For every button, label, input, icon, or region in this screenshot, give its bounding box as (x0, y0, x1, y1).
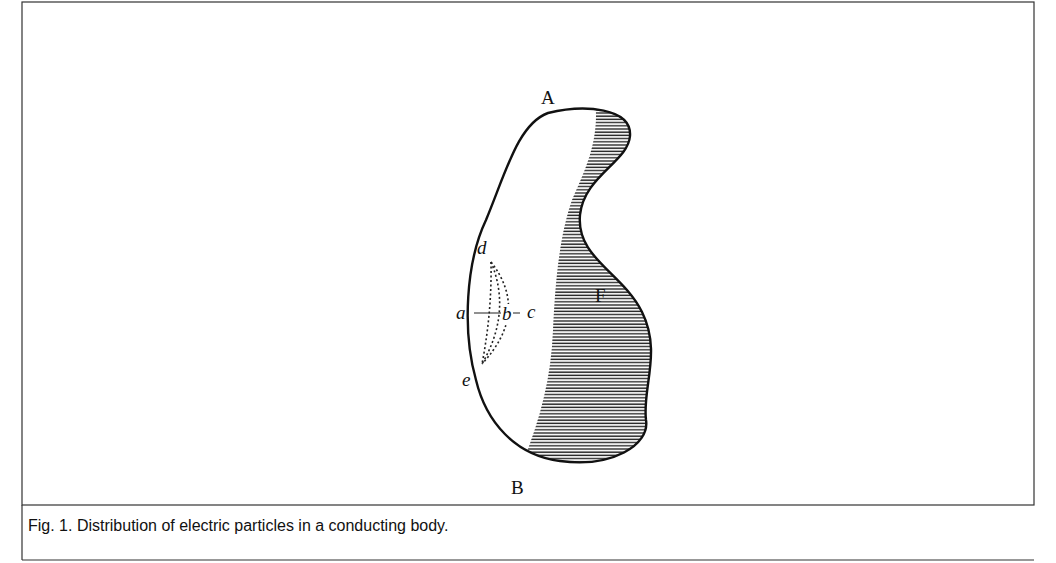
point-label: a (456, 303, 466, 322)
point-label: e (462, 370, 470, 389)
caption-rule (21, 505, 22, 560)
point-label: F (595, 286, 606, 305)
figure-frame (22, 2, 1034, 505)
caption-rule (22, 559, 1034, 560)
charge-hatching (520, 100, 700, 470)
figure-caption: Fig. 1. Distribution of electric particl… (28, 516, 1028, 535)
radius-line (474, 312, 520, 313)
conducting-body (468, 109, 651, 463)
point-label: d (477, 238, 487, 257)
point-label: c (527, 302, 535, 321)
point-label: A (541, 88, 555, 107)
point-label: B (511, 478, 524, 497)
point-label: b (501, 304, 513, 323)
